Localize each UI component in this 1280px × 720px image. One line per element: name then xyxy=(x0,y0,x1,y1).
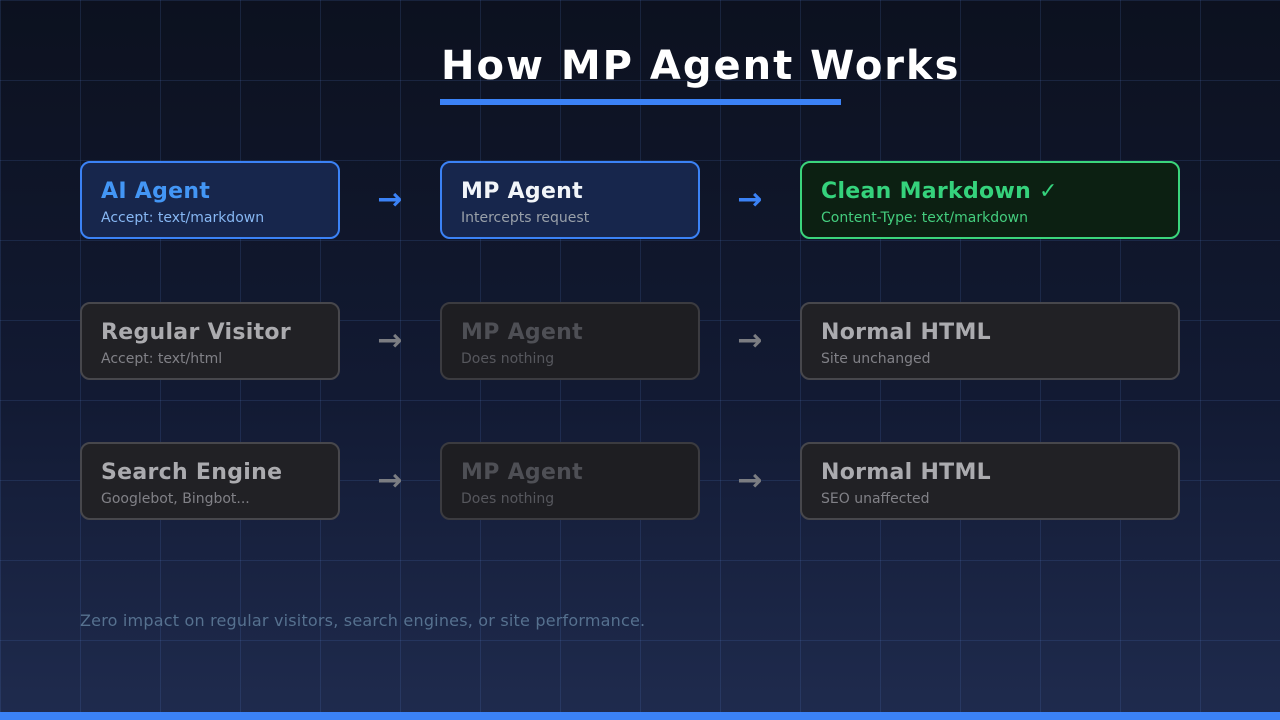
mp-agent-box-row3-subtitle: Does nothing xyxy=(461,491,555,508)
normal-html-box-row3-title: Normal HTML xyxy=(821,460,991,485)
mp-agent-box-row3: MP Agent Does nothing xyxy=(440,442,700,520)
ai-agent-box: AI Agent Accept: text/markdown xyxy=(80,161,340,239)
clean-markdown-box-subtitle: Content-Type: text/markdown xyxy=(821,210,1028,227)
normal-html-box-row2-subtitle: Site unchanged xyxy=(821,351,931,368)
normal-html-box-row3: Normal HTML SEO unaffected xyxy=(800,442,1180,520)
mp-agent-box-row3-title: MP Agent xyxy=(461,460,583,485)
mp-agent-box-row1: MP Agent Intercepts request xyxy=(440,161,700,239)
arrow-right-icon: → xyxy=(377,463,403,498)
arrow-right-icon: → xyxy=(737,323,763,358)
arrow-right-icon: → xyxy=(737,463,763,498)
page-title: How MP Agent Works xyxy=(441,43,961,89)
ai-agent-box-title: AI Agent xyxy=(101,179,211,204)
regular-visitor-box: Regular Visitor Accept: text/html xyxy=(80,302,340,380)
search-engine-box: Search Engine Googlebot, Bingbot... xyxy=(80,442,340,520)
regular-visitor-box-title: Regular Visitor xyxy=(101,320,291,345)
footer-note: Zero impact on regular visitors, search … xyxy=(80,611,646,630)
mp-agent-box-row1-title: MP Agent xyxy=(461,179,583,204)
arrow-right-icon: → xyxy=(377,182,403,217)
normal-html-box-row2-title: Normal HTML xyxy=(821,320,991,345)
clean-markdown-box: Clean Markdown ✓ Content-Type: text/mark… xyxy=(800,161,1180,239)
title-underline xyxy=(440,99,841,105)
arrow-right-icon: → xyxy=(737,182,763,217)
mp-agent-box-row2-title: MP Agent xyxy=(461,320,583,345)
flow-row-ai-agent: AI Agent Accept: text/markdown → MP Agen… xyxy=(0,161,1280,239)
normal-html-box-row3-subtitle: SEO unaffected xyxy=(821,491,930,508)
clean-markdown-box-title: Clean Markdown ✓ xyxy=(821,179,1058,204)
flow-row-regular-visitor: Regular Visitor Accept: text/html → MP A… xyxy=(0,302,1280,380)
flow-row-search-engine: Search Engine Googlebot, Bingbot... → MP… xyxy=(0,442,1280,520)
mp-agent-box-row2: MP Agent Does nothing xyxy=(440,302,700,380)
normal-html-box-row2: Normal HTML Site unchanged xyxy=(800,302,1180,380)
search-engine-box-title: Search Engine xyxy=(101,460,283,485)
bottom-accent-bar xyxy=(0,712,1280,720)
mp-agent-box-row2-subtitle: Does nothing xyxy=(461,351,555,368)
regular-visitor-box-subtitle: Accept: text/html xyxy=(101,351,223,368)
arrow-right-icon: → xyxy=(377,323,403,358)
mp-agent-box-row1-subtitle: Intercepts request xyxy=(461,210,590,227)
ai-agent-box-subtitle: Accept: text/markdown xyxy=(101,210,265,227)
search-engine-box-subtitle: Googlebot, Bingbot... xyxy=(101,491,250,508)
